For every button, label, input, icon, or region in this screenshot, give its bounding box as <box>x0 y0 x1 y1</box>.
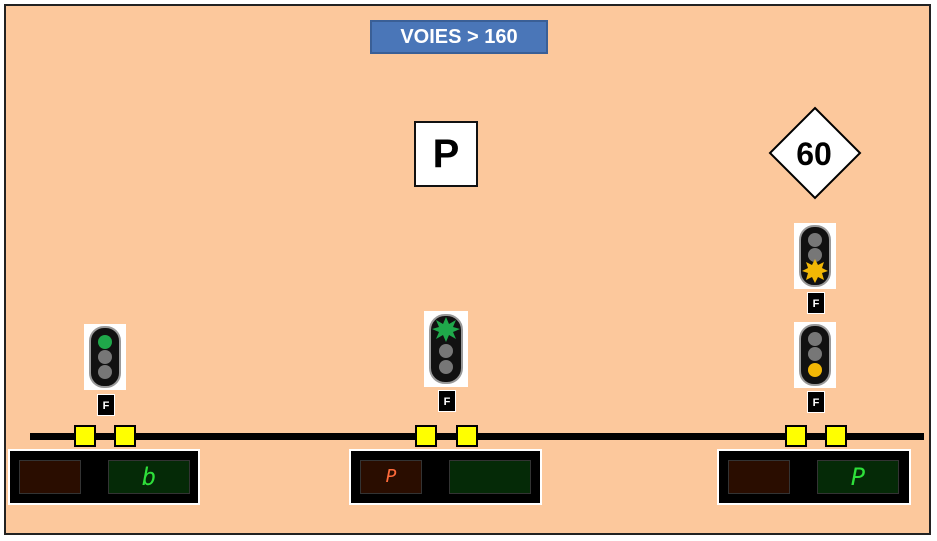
console-left-green-display: b <box>108 460 190 494</box>
signal-right-lower-lamp-bottom <box>808 363 822 377</box>
title-banner: VOIES > 160 <box>370 20 548 54</box>
console-right-green-display: P <box>817 460 899 494</box>
console-left-red-display <box>19 460 81 494</box>
signal-right-upper-lamp-top <box>808 233 822 247</box>
console-right: P <box>717 449 911 505</box>
signal-right-lower-lamp-middle <box>808 347 822 361</box>
p-board: P <box>414 121 478 187</box>
signal-middle-lamp-middle <box>439 344 453 358</box>
speed-limit-diamond <box>768 106 862 200</box>
track-circuit-middle-b <box>456 425 478 447</box>
signal-left-lamp-bottom <box>98 365 112 379</box>
signal-left-lamp-middle <box>98 350 112 364</box>
track-circuit-right-b <box>825 425 847 447</box>
console-middle-green-display <box>449 460 531 494</box>
track-circuit-middle-a <box>415 425 437 447</box>
signal-right-upper-lamp-middle <box>808 248 822 262</box>
scene: VOIES > 160 P 60 F F F <box>4 4 931 535</box>
console-middle-red-display: P <box>360 460 422 494</box>
signal-right-lower <box>794 322 836 388</box>
signal-right-lower-plate: F <box>807 391 825 413</box>
signal-left-plate: F <box>97 394 115 416</box>
signal-middle-lamp-top-flash <box>432 317 460 342</box>
signal-right-upper-lamp-bottom-flash <box>802 259 828 283</box>
console-left: b <box>8 449 200 505</box>
console-middle: P <box>349 449 542 505</box>
track-circuit-left-b <box>114 425 136 447</box>
track-circuit-left-a <box>74 425 96 447</box>
signal-right-upper-plate: F <box>807 292 825 314</box>
signal-left-lamp-top <box>98 335 112 349</box>
signal-right-upper <box>794 223 836 289</box>
console-right-red-display <box>728 460 790 494</box>
signal-right-lower-lamp-top <box>808 332 822 346</box>
signal-middle-plate: F <box>438 390 456 412</box>
signal-middle-lamp-bottom <box>439 360 453 374</box>
signal-left <box>84 324 126 390</box>
track-circuit-right-a <box>785 425 807 447</box>
speed-limit-value: 60 <box>796 136 832 172</box>
signal-middle <box>424 311 468 387</box>
